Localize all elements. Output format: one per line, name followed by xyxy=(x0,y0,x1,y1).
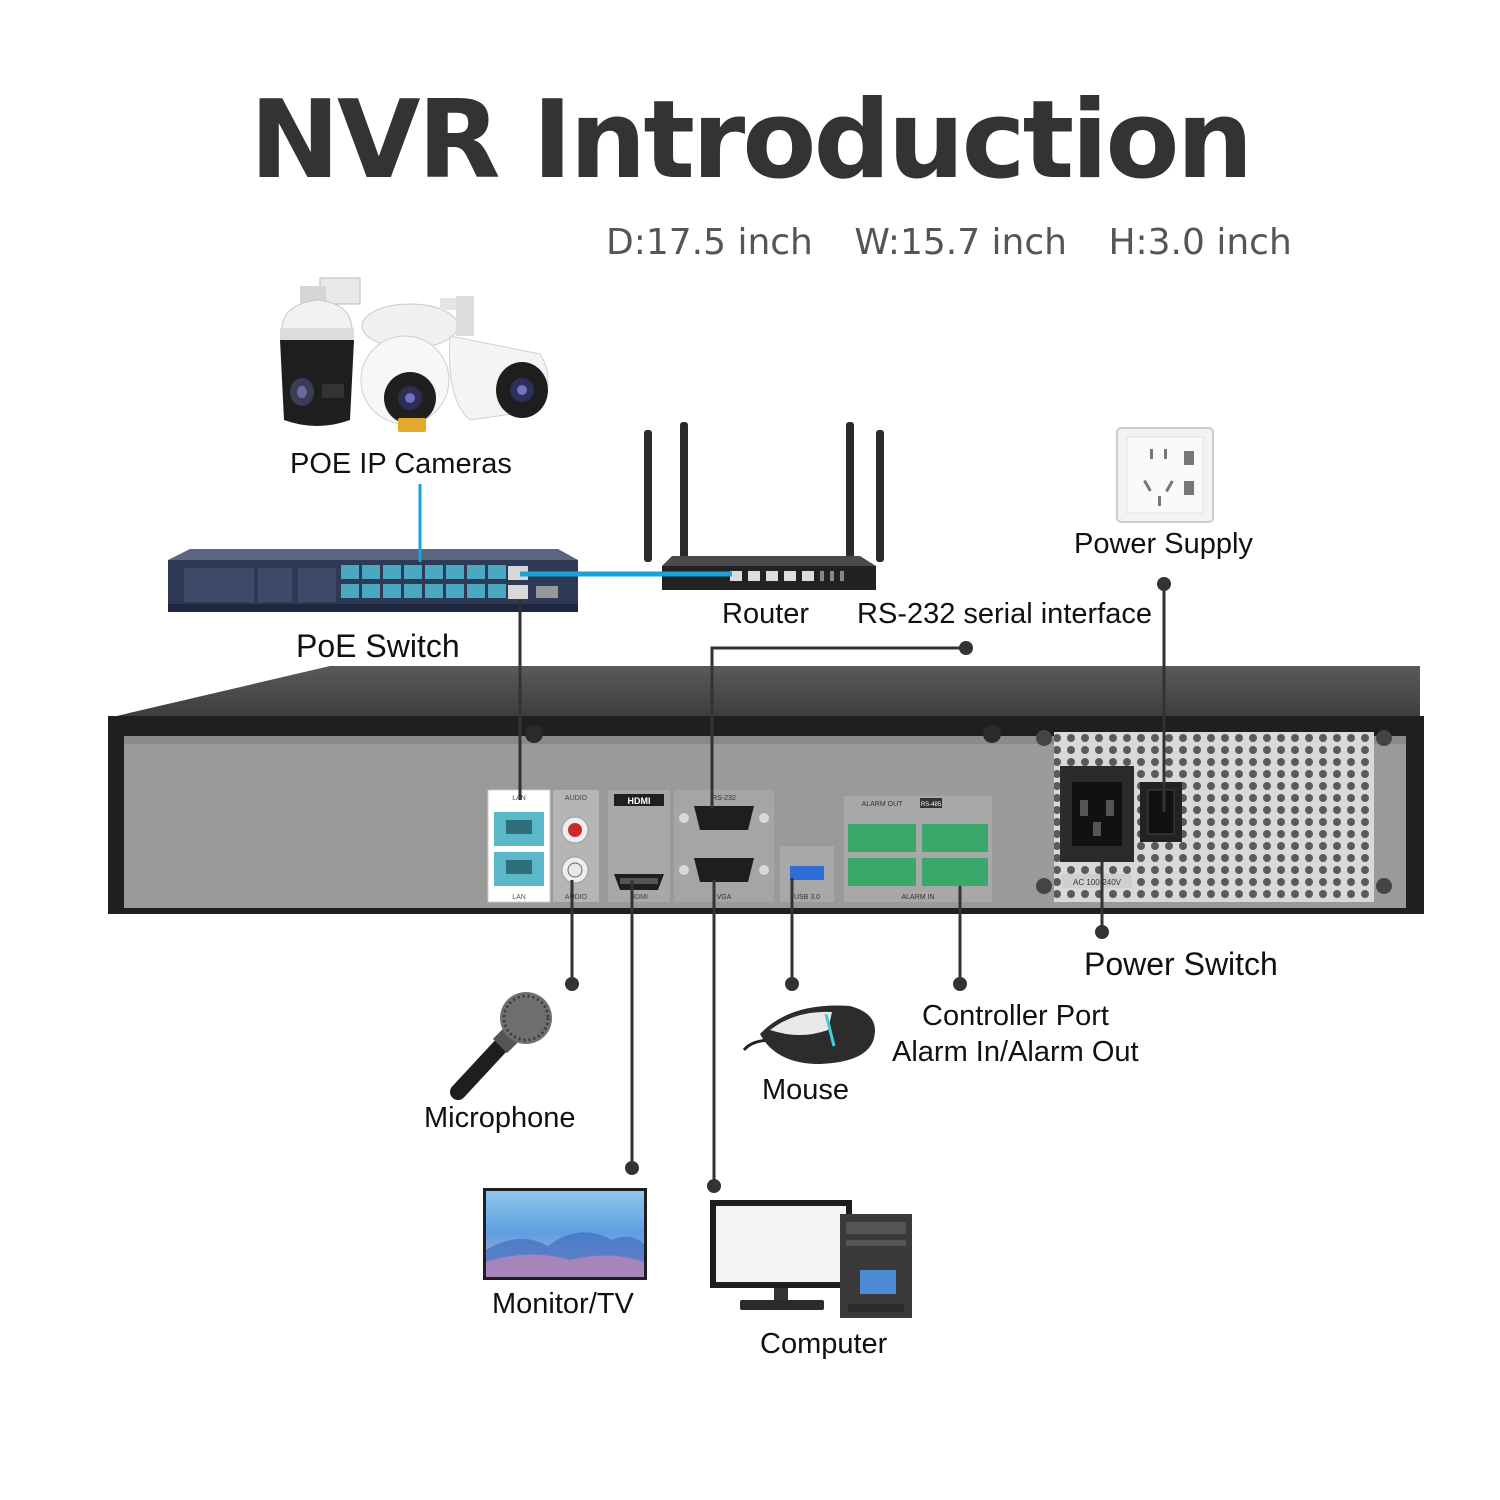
power-supply-socket-image xyxy=(1116,427,1214,523)
microphone-dot xyxy=(565,977,579,991)
hdmi-logo: HDMI xyxy=(628,796,651,806)
microphone-label: Microphone xyxy=(424,1102,576,1134)
ac-rating-label: AC 100-240V xyxy=(1073,878,1122,887)
rs232-dot xyxy=(959,641,973,655)
mouse-dot xyxy=(785,977,799,991)
monitor-dot xyxy=(625,1161,639,1175)
power-switch-dot xyxy=(1095,925,1109,939)
alarm-in-label: ALARM IN xyxy=(901,894,934,901)
audio-bottom-label: AUDIO xyxy=(565,894,588,901)
poe-ip-cameras-image xyxy=(280,277,549,432)
mouse-image xyxy=(742,1005,875,1064)
computer-image xyxy=(710,1200,912,1318)
audio-ports: AUDIO AUDIO xyxy=(553,790,599,902)
poe-switch-label: PoE Switch xyxy=(296,628,460,664)
turret-camera-icon xyxy=(360,303,459,432)
cameras-label: POE IP Cameras xyxy=(290,448,512,480)
alarm-label: Alarm In/Alarm Out xyxy=(892,1036,1139,1068)
mouse-label: Mouse xyxy=(762,1074,850,1106)
monitor-tv-image xyxy=(483,1188,647,1280)
page-title: NVR Introduction xyxy=(249,78,1254,203)
controller-port-label: Controller Port xyxy=(922,1000,1109,1032)
power-switch-label: Power Switch xyxy=(1084,946,1278,982)
dimension-height: H:3.0 inch xyxy=(1108,222,1292,263)
bullet-camera-icon xyxy=(440,296,549,421)
ptz-camera-icon xyxy=(280,277,361,426)
rs485-label: RS-485 xyxy=(921,802,942,808)
usb-port: USB 3.0 xyxy=(780,846,834,902)
audio-top-label: AUDIO xyxy=(565,795,588,802)
power-supply-label: Power Supply xyxy=(1074,528,1253,560)
computer-dot xyxy=(707,1179,721,1193)
alarm-terminals: ALARM OUT RS-485 ALARM IN xyxy=(844,796,992,902)
rs232-label: RS-232 serial interface xyxy=(857,598,1152,630)
dimension-width: W:15.7 inch xyxy=(854,222,1067,263)
dimension-depth: D:17.5 inch xyxy=(606,222,813,263)
rs232-port-label: RS-232 xyxy=(712,795,736,802)
hdmi-port: HDMI HDMI xyxy=(608,790,670,902)
router-label: Router xyxy=(722,598,810,630)
alarm-out-label: ALARM OUT xyxy=(862,801,904,808)
lan-ports: LAN LAN xyxy=(487,789,551,903)
psu-area: AC 100-240V xyxy=(1036,730,1392,902)
microphone-image xyxy=(450,992,552,1100)
connection-lines xyxy=(418,484,1171,1193)
rs232-vga-ports: RS-232 VGA xyxy=(674,790,774,902)
vga-label: VGA xyxy=(717,894,732,901)
poe-switch-image xyxy=(168,549,578,612)
computer-label: Computer xyxy=(760,1328,888,1360)
lan-bottom-label: LAN xyxy=(512,894,526,901)
controller-dot xyxy=(953,977,967,991)
poe-switch-ports xyxy=(341,565,506,598)
router-image xyxy=(644,422,884,590)
monitor-label: Monitor/TV xyxy=(492,1288,634,1320)
rs232-line xyxy=(710,646,966,808)
dimensions: D:17.5 inch W:15.7 inch H:3.0 inch xyxy=(606,222,1292,263)
hdmi-bottom-label: HDMI xyxy=(630,894,648,901)
usb-label: USB 3.0 xyxy=(794,894,820,901)
power-supply-dot xyxy=(1157,577,1171,591)
nvr-rear-panel: LAN LAN AUDIO AUDIO HDMI HDMI xyxy=(108,666,1424,914)
